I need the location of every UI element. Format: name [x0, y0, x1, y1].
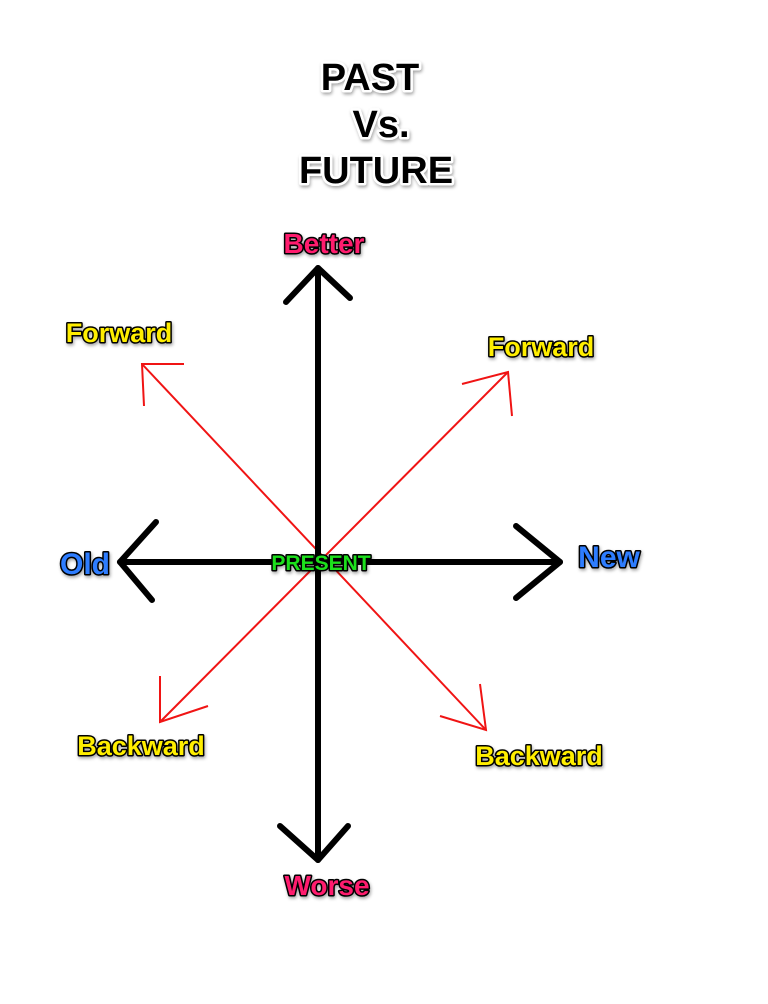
red-diagonal-arrows	[140, 363, 513, 732]
label-old: Old	[60, 548, 110, 581]
label-new: New	[578, 541, 640, 574]
arrowhead-left-icon	[117, 519, 159, 603]
arrowhead-upper-right-icon	[461, 370, 513, 417]
arrowhead-lower-left-icon	[159, 676, 209, 724]
diagonal-line-forward-right-backward-left	[159, 371, 509, 723]
diagonal-line-forward-left-backward-right	[141, 363, 487, 731]
arrowhead-down-icon	[277, 823, 351, 863]
title-past: PAST	[321, 57, 420, 99]
label-present: PRESENT	[271, 552, 370, 575]
arrowhead-upper-left-icon	[140, 363, 184, 407]
label-better: Better	[284, 228, 365, 259]
title-future: FUTURE	[299, 150, 453, 192]
black-axes	[117, 265, 563, 863]
label-worse: Worse	[284, 870, 369, 901]
arrowhead-lower-right-icon	[439, 683, 488, 732]
title: PAST Vs. FUTURE	[296, 55, 455, 195]
arrowhead-up-icon	[283, 265, 353, 305]
label-backward-right: Backward	[475, 741, 603, 771]
label-forward-left: Forward	[66, 318, 173, 348]
title-vs: Vs.	[352, 104, 409, 146]
label-backward-left: Backward	[77, 731, 205, 761]
arrowhead-right-icon	[513, 523, 563, 601]
label-forward-right: Forward	[488, 332, 595, 362]
